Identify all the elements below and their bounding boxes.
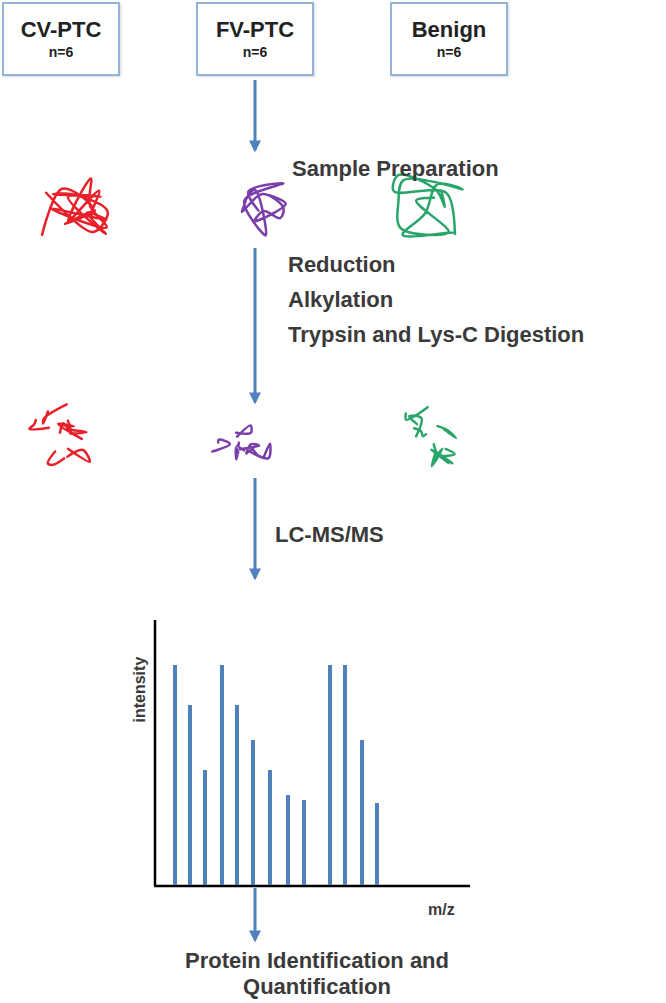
folded-protein [42, 178, 108, 234]
group-box: CV-PTCn=6 [2, 2, 120, 76]
peak-bar [188, 705, 192, 885]
peptide-fragment [212, 440, 230, 452]
axis-label: intensity [130, 657, 149, 723]
peak-bar [203, 770, 207, 885]
peptide-fragment [249, 444, 270, 459]
peptide-fragment [438, 426, 456, 438]
flow-arrow [254, 248, 257, 402]
flow-arrow [254, 80, 257, 150]
peak-bar [235, 705, 239, 885]
folded-protein [242, 183, 286, 235]
protein-illustration [29, 175, 462, 467]
peptide-fragment [236, 425, 252, 436]
y-axis [154, 620, 157, 886]
peptide-fragment [29, 420, 48, 429]
flow-arrow [254, 478, 257, 578]
peptide-fragment [48, 451, 64, 464]
peptide-fragment [43, 404, 67, 423]
peptide-fragment [409, 416, 422, 437]
x-axis [154, 885, 470, 888]
peptide-fragment [432, 450, 453, 464]
sample-count: n=6 [49, 43, 74, 61]
peak-bar [286, 795, 290, 885]
output-label: Protein Identification and Quantificatio… [152, 948, 482, 1001]
group-name: CV-PTC [21, 17, 102, 42]
peak-bar [360, 740, 364, 885]
group-box: Benignn=6 [390, 2, 508, 76]
group-box: FV-PTCn=6 [196, 2, 314, 76]
peptide-fragment [237, 443, 244, 451]
peak-bar [343, 665, 347, 885]
folded-protein [393, 175, 463, 237]
peak-bar [328, 665, 332, 885]
sample-count: n=6 [243, 43, 268, 61]
peptide-fragment [414, 428, 426, 436]
peak-bar [268, 770, 272, 885]
step-label: Alkylation [288, 287, 393, 313]
group-name: Benign [412, 17, 487, 42]
peak-bar [220, 665, 224, 885]
sample-count: n=6 [437, 43, 462, 61]
peak-bar [302, 800, 306, 885]
step-label: LC-MS/MS [275, 522, 384, 548]
peak-bar [173, 665, 177, 885]
axis-label: m/z [428, 900, 455, 919]
step-label: Trypsin and Lys-C Digestion [288, 322, 584, 348]
peak-bar [251, 740, 255, 885]
step-label: Sample Preparation [292, 156, 499, 182]
peak-bar [375, 803, 379, 885]
peptide-fragment [58, 424, 82, 439]
step-label: Reduction [288, 252, 396, 278]
peptide-fragment [67, 449, 89, 462]
flow-arrow [254, 888, 257, 940]
spectrum-peaks [173, 665, 379, 885]
peptide-fragment [236, 447, 239, 459]
group-name: FV-PTC [216, 17, 294, 42]
